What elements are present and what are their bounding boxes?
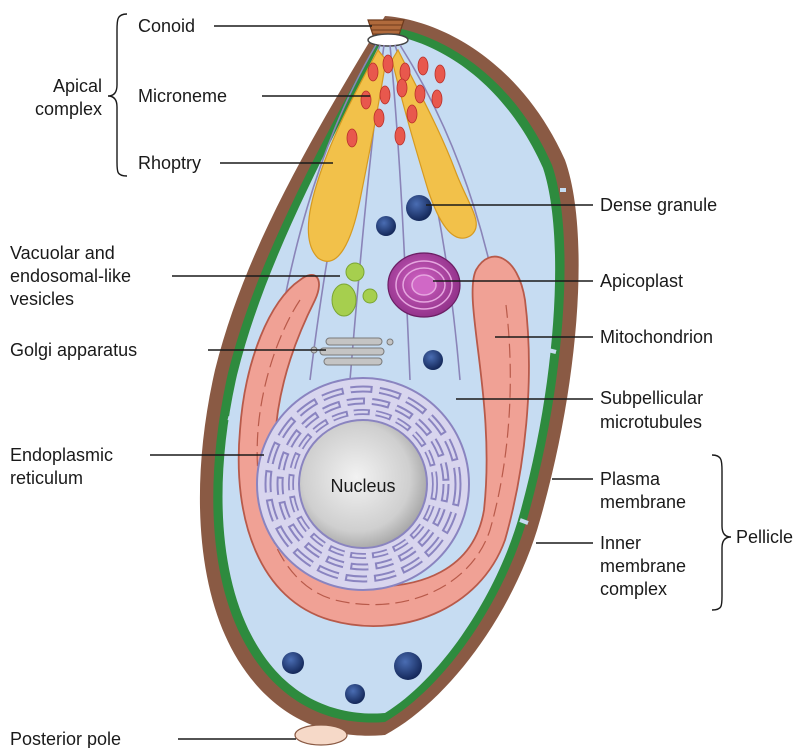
label-plasma-line1: Plasma [600, 469, 661, 489]
label-er-line1: Endoplasmic [10, 445, 113, 465]
label-subpellicular-line1: Subpellicular [600, 388, 703, 408]
label-rhoptry: Rhoptry [138, 153, 201, 173]
pellicle-brace [712, 455, 731, 610]
nucleus-label: Nucleus [330, 476, 395, 496]
label-conoid: Conoid [138, 16, 195, 36]
label-apical-complex-line2: complex [35, 99, 102, 119]
label-er-line2: reticulum [10, 468, 83, 488]
label-apical-complex-line1: Apical [53, 76, 102, 96]
label-mitochondrion: Mitochondrion [600, 327, 713, 347]
label-plasma-line2: membrane [600, 492, 686, 512]
label-vacuolar-line3: vesicles [10, 289, 74, 309]
apicoplast [388, 253, 460, 317]
label-apicoplast: Apicoplast [600, 271, 683, 291]
label-inner-line2: membrane [600, 556, 686, 576]
label-inner-line3: complex [600, 579, 667, 599]
nucleus: Nucleus [299, 420, 427, 548]
label-microneme: Microneme [138, 86, 227, 106]
label-dense-granule: Dense granule [600, 195, 717, 215]
label-inner-line1: Inner [600, 533, 641, 553]
label-golgi: Golgi apparatus [10, 340, 137, 360]
label-vacuolar-line2: endosomal-like [10, 266, 131, 286]
label-posterior-pole: Posterior pole [10, 729, 121, 748]
label-subpellicular-line2: microtubules [600, 412, 702, 432]
label-vacuolar-line1: Vacuolar and [10, 243, 115, 263]
posterior-pole [295, 725, 347, 745]
label-pellicle: Pellicle [736, 527, 793, 547]
apical-complex-brace [108, 14, 127, 176]
